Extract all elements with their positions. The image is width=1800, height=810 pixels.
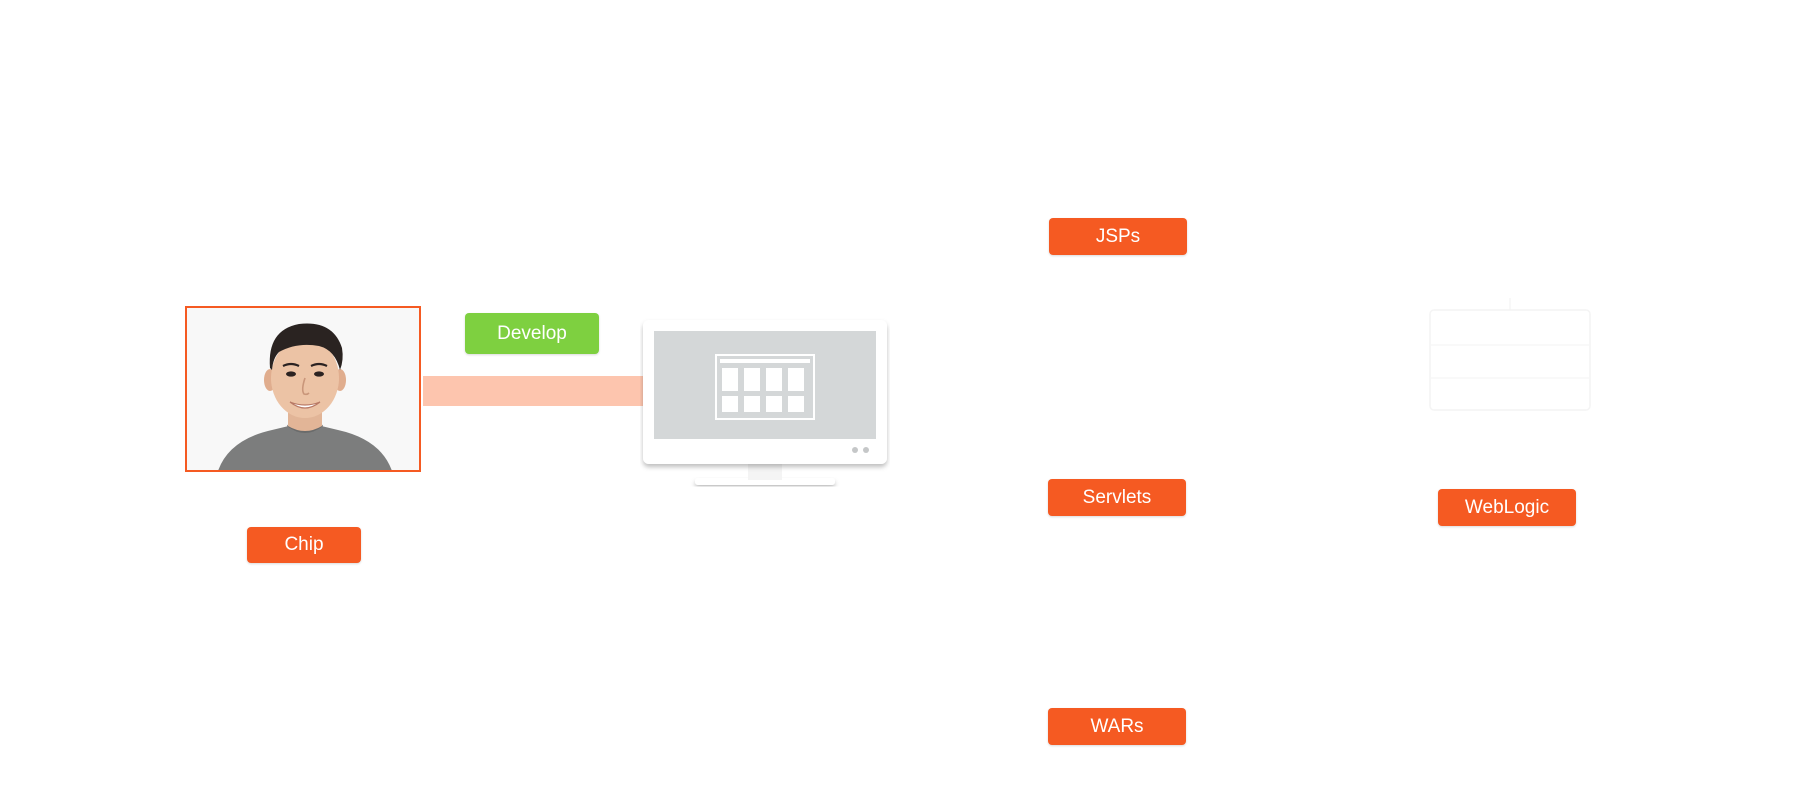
developer-name-label: Chip xyxy=(247,527,361,563)
person-avatar-icon xyxy=(187,308,421,472)
artifact-label-servlets: Servlets xyxy=(1048,479,1186,516)
artifact-label-jsps: JSPs xyxy=(1049,218,1187,255)
developer-photo xyxy=(185,306,421,472)
desktop-monitor-icon xyxy=(640,318,890,493)
artifact-label-wars: WARs xyxy=(1048,708,1186,745)
server-label-weblogic: WebLogic xyxy=(1438,489,1576,526)
develop-action-label: Develop xyxy=(465,313,599,354)
server-icon xyxy=(1410,290,1610,430)
develop-connector xyxy=(423,376,643,406)
